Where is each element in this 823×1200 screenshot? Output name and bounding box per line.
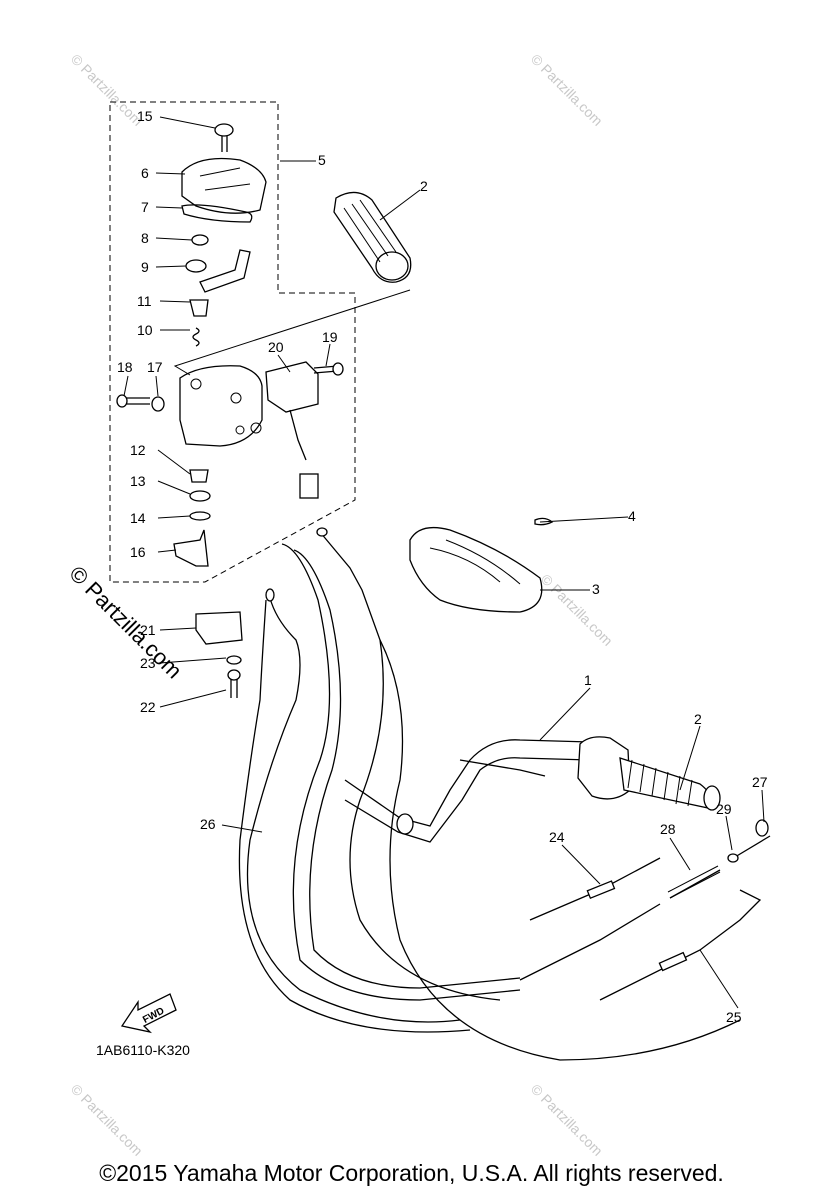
callout-4: 4 [628,508,636,524]
watermark-text: © Partzilla.com [528,1081,606,1159]
callout-18: 18 [117,359,133,375]
fwd-arrow: FWD [120,993,177,1034]
watermark-text: © Partzilla.com [68,51,146,129]
callout-25: 25 [726,1009,742,1025]
callout-5: 5 [318,152,326,168]
grip-upper [333,191,412,283]
handlebar [344,736,721,843]
callout-27: 27 [752,774,768,790]
assembly-box-dashed [109,101,356,583]
callout-29: 29 [716,801,732,817]
callout-labels: 15 6 7 8 9 11 10 5 2 20 19 18 17 12 13 1… [117,108,768,1025]
leader-lines [123,116,765,1009]
copyright-footer: ©2015 Yamaha Motor Corporation, U.S.A. A… [99,1160,724,1186]
cable-group [238,527,771,1061]
callout-3: 3 [592,581,600,597]
callout-12: 12 [130,442,146,458]
callout-19: 19 [322,329,338,345]
callout-2-upper: 2 [420,178,428,194]
callout-1: 1 [584,672,592,688]
switch-assembly [116,123,344,698]
callout-9: 9 [141,259,149,275]
callout-11: 11 [137,293,152,309]
callout-28: 28 [660,821,676,837]
callout-22: 22 [140,699,156,715]
callout-8: 8 [141,230,149,246]
watermark-text-bold: © Partzilla.com [64,561,187,684]
callout-20: 20 [268,339,284,355]
watermark-text: © Partzilla.com [538,571,616,649]
callout-6: 6 [141,165,149,181]
callout-14: 14 [130,510,146,526]
callout-15: 16 [130,544,146,560]
callout-10: 10 [137,322,153,338]
callout-16: 15 [137,108,153,124]
callout-23: 23 [140,655,156,671]
callout-24: 24 [549,829,565,845]
handlebar-pad [409,517,554,613]
callout-7: 7 [141,199,149,215]
watermark-text: © Partzilla.com [528,51,606,129]
diagram-code: 1AB6110-K320 [96,1042,190,1058]
callout-17: 17 [147,359,163,375]
watermark-text: © Partzilla.com [68,1081,146,1159]
callout-21: 21 [140,622,156,638]
callout-13: 13 [130,473,146,489]
callout-26: 26 [200,816,216,832]
callout-2-lower: 2 [694,711,702,727]
